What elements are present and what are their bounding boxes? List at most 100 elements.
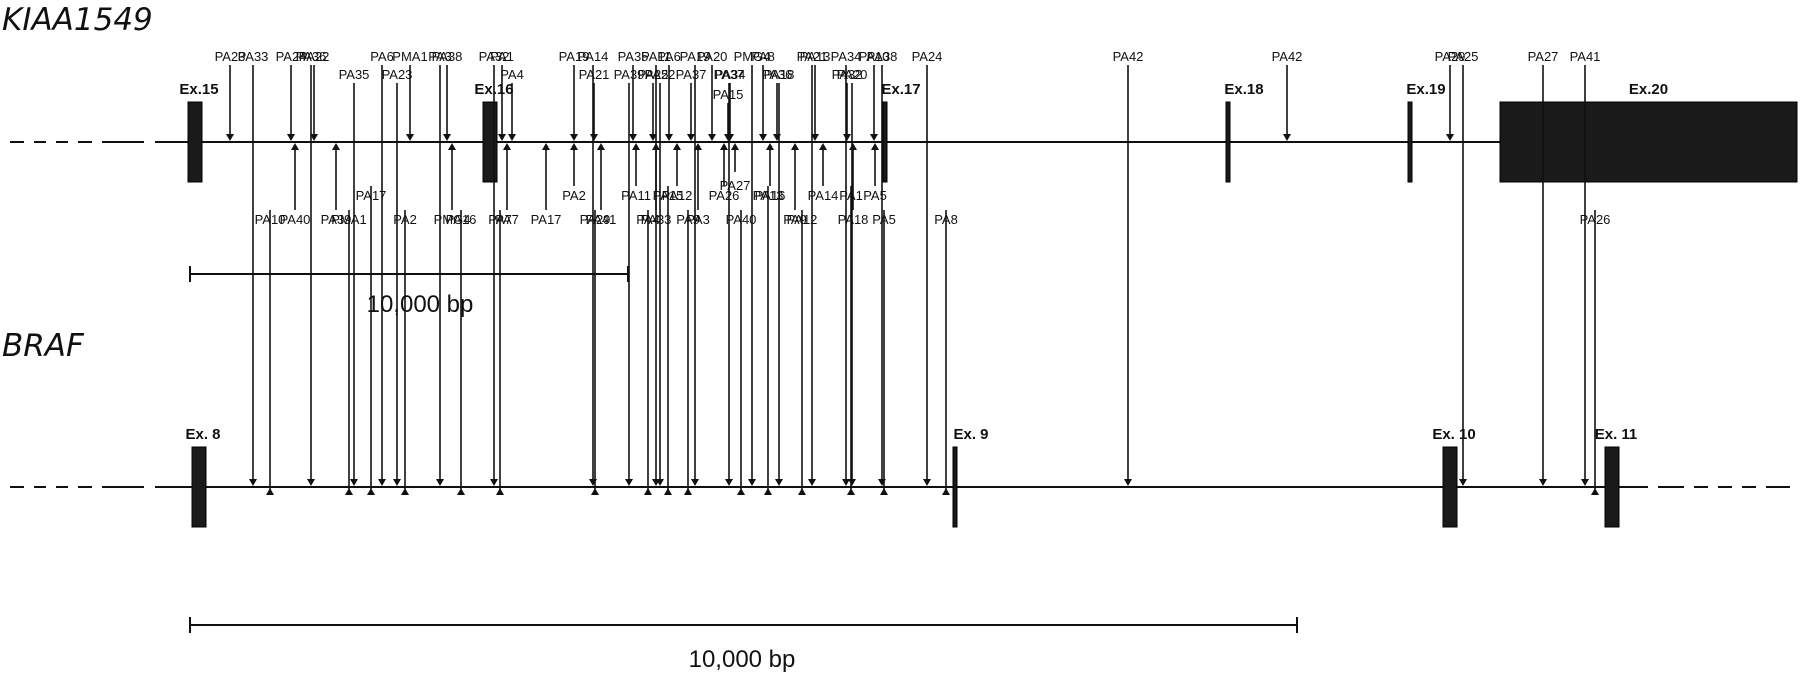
breakpoint-site: PA12 xyxy=(787,210,817,495)
breakpoint-label: PA21 xyxy=(797,49,828,64)
arrowhead xyxy=(508,134,516,141)
breakpoint-site: PA32 xyxy=(479,49,510,486)
arrowhead xyxy=(597,143,605,150)
exon-label: Ex.19 xyxy=(1406,81,1445,98)
arrowhead xyxy=(871,143,879,150)
breakpoint-site: PA35 xyxy=(618,49,648,141)
exon-block xyxy=(1604,446,1620,528)
breakpoint-label: PA29 xyxy=(580,212,611,227)
breakpoint-label: PA8 xyxy=(934,212,958,227)
breakpoint-label: PA42 xyxy=(1272,49,1303,64)
breakpoint-label: PA26 xyxy=(709,188,740,203)
breakpoint-site: PA19 xyxy=(559,49,589,141)
breakpoint-label: PA3 xyxy=(428,49,452,64)
breakpoint-label: PA41 xyxy=(1570,49,1601,64)
breakpoint-label: PA25 xyxy=(638,67,669,82)
exon-block xyxy=(1225,101,1231,183)
breakpoint-label: PA1 xyxy=(839,188,863,203)
gene-title: BRAF xyxy=(2,328,85,364)
arrowhead xyxy=(843,134,851,141)
arrowhead xyxy=(656,479,664,486)
breakpoint-site: PA12 xyxy=(662,143,693,203)
breakpoint-label: PA18 xyxy=(838,212,869,227)
breakpoint-site: PA9 xyxy=(783,143,807,227)
arrowhead xyxy=(942,488,950,495)
breakpoint-site: PA3 xyxy=(428,49,452,486)
exon-label: Ex.17 xyxy=(881,81,920,98)
breakpoint-label: PA11 xyxy=(641,49,671,64)
arrowhead xyxy=(291,143,299,150)
breakpoint-label: PA12 xyxy=(662,188,693,203)
breakpoint-label: PA20 xyxy=(697,49,728,64)
breakpoint-site: PA18 xyxy=(838,143,869,227)
breakpoint-label: PA23 xyxy=(382,67,413,82)
breakpoint-label: PA16 xyxy=(755,188,786,203)
breakpoint-label: PA22 xyxy=(645,67,676,82)
arrowhead xyxy=(694,143,702,150)
breakpoint-site: PA25 xyxy=(638,67,669,141)
breakpoint-site: PA4 xyxy=(636,210,660,495)
breakpoint-label: PA6 xyxy=(370,49,394,64)
exon-block xyxy=(882,101,888,183)
arrowhead xyxy=(870,134,878,141)
arrowhead xyxy=(923,479,931,486)
breakpoint-site: PA1 xyxy=(490,49,514,141)
arrowhead xyxy=(332,143,340,150)
scale-bar-label: 10,000 bp xyxy=(689,646,796,673)
breakpoint-label: PA38 xyxy=(867,49,898,64)
arrowhead xyxy=(1539,479,1547,486)
arrowhead xyxy=(307,479,315,486)
arrowhead xyxy=(436,479,444,486)
breakpoint-site: PA18 xyxy=(764,67,795,486)
breakpoint-site: PA29 xyxy=(580,210,611,495)
breakpoint-site: PA42 xyxy=(1113,49,1143,486)
breakpoint-label: PA20 xyxy=(837,67,868,82)
breakpoint-label: PA1 xyxy=(490,49,514,64)
breakpoint-site: PA26 xyxy=(1580,210,1610,495)
arrowhead xyxy=(401,488,409,495)
arrowhead xyxy=(490,479,498,486)
arrowhead xyxy=(378,479,386,486)
breakpoint-label: PA37 xyxy=(714,67,745,82)
arrowhead xyxy=(448,143,456,150)
breakpoint-site: PA16 xyxy=(755,143,786,203)
arrowhead xyxy=(498,134,506,141)
arrowhead xyxy=(775,479,783,486)
arrowhead xyxy=(847,488,855,495)
breakpoint-label: PA17 xyxy=(531,212,562,227)
arrowhead xyxy=(443,134,451,141)
arrowhead xyxy=(632,143,640,150)
exon-label: Ex. 11 xyxy=(1595,426,1638,443)
breakpoint-label: PA27 xyxy=(1528,49,1559,64)
breakpoint-site: PA15 xyxy=(653,186,683,495)
arrowhead xyxy=(849,143,857,150)
breakpoint-label: PA29 xyxy=(1435,49,1466,64)
arrowhead xyxy=(842,479,850,486)
breakpoint-label: PA8 xyxy=(751,49,775,64)
arrowhead xyxy=(1446,134,1454,141)
breakpoint-site: PA9 xyxy=(676,210,700,495)
breakpoint-site: PA23 xyxy=(382,67,413,486)
arrowhead xyxy=(287,134,295,141)
breakpoint-site: PA7 xyxy=(488,210,512,495)
scale-bar: 10,000 bp xyxy=(189,617,1298,673)
breakpoint-site: PA29 xyxy=(1435,49,1466,141)
breakpoint-label: PA18 xyxy=(764,67,795,82)
breakpoint-site: PA5 xyxy=(872,210,896,495)
breakpoint-site: PA34 xyxy=(831,49,861,486)
breakpoint-site: PA32 xyxy=(832,67,862,141)
breakpoint-site: PA17 xyxy=(356,186,386,495)
breakpoint-site: PA42 xyxy=(1272,49,1303,141)
exon-block xyxy=(1499,101,1798,183)
exon-label: Ex. 10 xyxy=(1432,426,1475,443)
breakpoint-site: PA27 xyxy=(1528,49,1559,486)
breakpoint-label: PA32 xyxy=(479,49,510,64)
breakpoint-site: PA17 xyxy=(531,143,562,227)
arrowhead xyxy=(759,134,767,141)
arrowhead xyxy=(664,488,672,495)
arrowhead xyxy=(591,488,599,495)
breakpoint-site: PA8 xyxy=(751,49,775,141)
breakpoint-label: PA36 xyxy=(296,49,327,64)
